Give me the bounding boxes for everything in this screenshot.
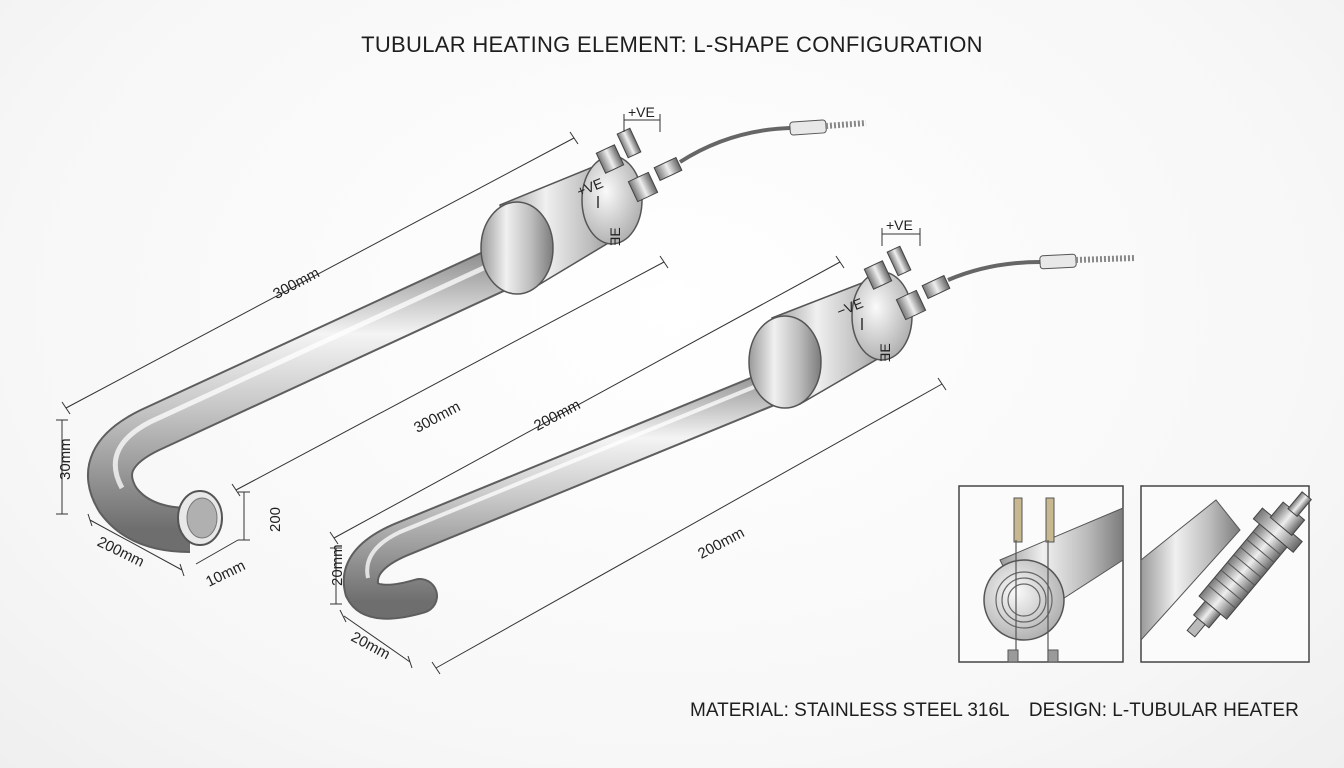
material-spec: MATERIAL: STAINLESS STEEL 316L xyxy=(690,700,1010,721)
diagram-title: TUBULAR HEATING ELEMENT: L-SHAPE CONFIGU… xyxy=(361,32,983,57)
right-terminal-head xyxy=(748,271,913,409)
right-dim-leg: 20mm xyxy=(348,629,393,664)
left-terminal-studs xyxy=(595,127,683,203)
right-dim-length-bottom: 200mm xyxy=(695,524,747,562)
left-dim-length-bottom: 300mm xyxy=(411,398,463,436)
right-dim-height: 20mm xyxy=(329,544,346,586)
left-dim-gap: 200 xyxy=(267,507,284,532)
design-spec: DESIGN: L-TUBULAR HEATER xyxy=(1028,700,1299,721)
right-head-mark-2: ƎE xyxy=(877,343,893,362)
spec-footer: MATERIAL: STAINLESS STEEL 316L DESIGN: L… xyxy=(690,700,1313,722)
left-dim-tube: 10mm xyxy=(203,557,248,591)
detail-view-terminal xyxy=(1140,485,1313,663)
right-lead-wire xyxy=(947,260,1041,282)
right-terminal-label: +VE xyxy=(886,217,913,233)
left-lead-wire xyxy=(678,126,791,164)
left-dim-height: 30mm xyxy=(57,438,74,480)
left-terminal-label: +VE xyxy=(628,104,655,120)
detail-view-cross-section xyxy=(958,485,1124,663)
left-terminal-head xyxy=(480,155,643,295)
right-terminal-studs xyxy=(863,245,951,321)
left-head-mark-2: ƎE xyxy=(607,227,623,246)
right-dim-length-top: 200mm xyxy=(531,396,583,434)
left-dim-length-top: 300mm xyxy=(270,264,322,302)
